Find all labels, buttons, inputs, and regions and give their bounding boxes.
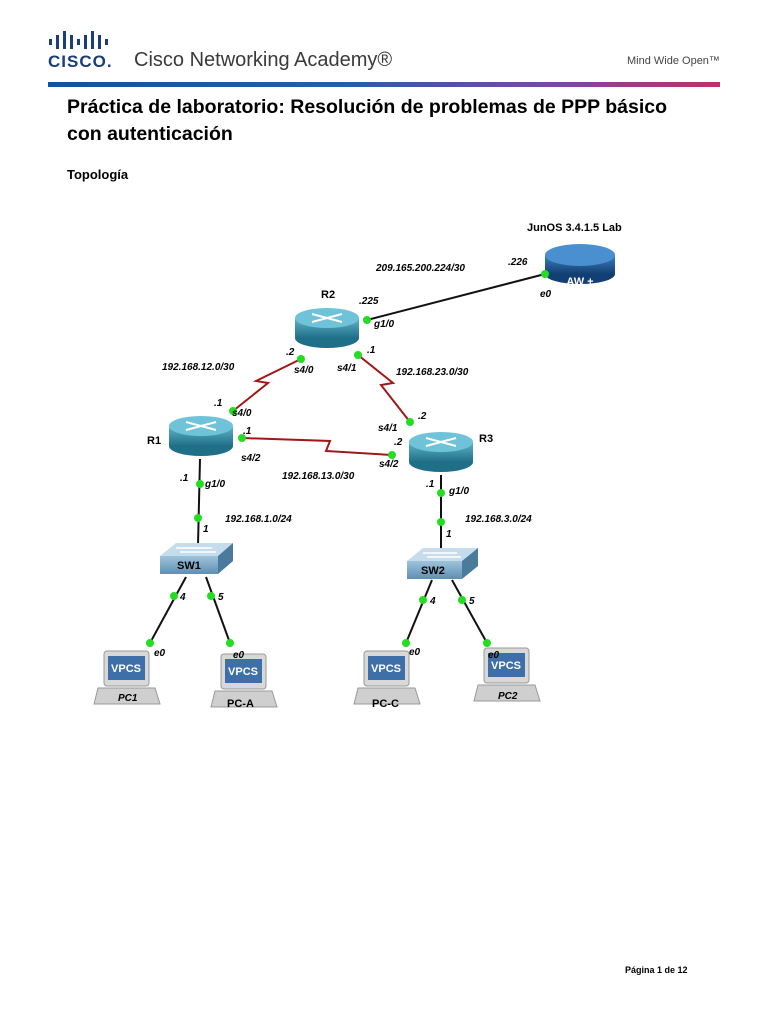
- pca-vpcs-text: VPCS: [228, 666, 258, 678]
- net-r1-r2: 192.168.12.0/30: [162, 362, 235, 373]
- pcc-vpcs-text: VPCS: [371, 663, 401, 675]
- header-divider: [48, 82, 720, 87]
- r2-host-isp: .225: [359, 296, 379, 307]
- r3-s42-if: s4/2: [379, 459, 399, 470]
- link-sw1-pc1: [149, 576, 187, 644]
- router-r3-label: R3: [479, 433, 493, 445]
- title-line-2: con autenticación: [67, 123, 233, 145]
- r1-s42-host: .1: [243, 426, 252, 437]
- r3-g-host: .1: [426, 479, 435, 490]
- r2-s41-host: .1: [367, 345, 376, 356]
- pca-if: e0: [233, 650, 245, 661]
- r3-s41-if: s4/1: [378, 423, 398, 434]
- router-r1: [169, 416, 233, 456]
- pca-label: PC-A: [227, 698, 254, 710]
- sw1-port-5: 5: [218, 592, 224, 603]
- router-r2-label: R2: [321, 289, 335, 301]
- cisco-logo-icon: [49, 31, 108, 49]
- isp-router: AW +: [545, 244, 615, 288]
- pc2-if: e0: [488, 650, 500, 661]
- net-isp: 209.165.200.224/30: [375, 263, 465, 274]
- switch-sw2-label: SW2: [421, 565, 445, 577]
- pc1-computer: VPCS: [93, 650, 161, 705]
- sw2-port-1: 1: [446, 529, 452, 540]
- switch-sw2: [407, 548, 478, 579]
- switch-sw1-label: SW1: [177, 560, 201, 572]
- pc1-label: PC1: [118, 693, 138, 704]
- cisco-wordmark: CISCO.: [48, 52, 113, 71]
- page-number: Página 1 de 12: [625, 965, 688, 975]
- link-sw2-pc2: [451, 579, 488, 644]
- pcc-computer: VPCS: [353, 650, 421, 705]
- net-lan3: 192.168.3.0/24: [465, 514, 532, 525]
- sw2-port-5: 5: [469, 596, 475, 607]
- isp-host: .226: [508, 257, 528, 268]
- r1-s40-host: .1: [214, 398, 223, 409]
- r2-g-if: g1/0: [373, 319, 394, 330]
- page-header: CISCO. Cisco Networking Academy® Mind Wi…: [0, 0, 768, 90]
- r1-s42-if: s4/2: [241, 453, 261, 464]
- router-r1-label: R1: [147, 435, 161, 447]
- pcc-if: e0: [409, 647, 421, 658]
- sw1-port-4: 4: [179, 592, 186, 603]
- tagline: Mind Wide Open™: [627, 55, 720, 67]
- r3-g-if: g1/0: [448, 486, 469, 497]
- net-lan1: 192.168.1.0/24: [225, 514, 292, 525]
- serial-link-r1-r3: [241, 437, 393, 456]
- r3-s41-host: .2: [418, 411, 427, 422]
- pc2-vpcs-text: VPCS: [491, 660, 521, 672]
- pc1-if: e0: [154, 648, 166, 659]
- isp-if: e0: [540, 289, 552, 300]
- link-sw2-pcc: [405, 579, 433, 644]
- net-r2-r3: 192.168.23.0/30: [396, 367, 469, 378]
- page-title: Práctica de laboratorio: Resolución de p…: [67, 94, 717, 148]
- pc2-label: PC2: [498, 691, 518, 702]
- sw1-port-1: 1: [203, 524, 209, 535]
- link-sw1-pca: [205, 576, 231, 644]
- pc2-computer: VPCS: [473, 647, 541, 702]
- r1-s40-if: s4/0: [232, 408, 252, 419]
- pc1-vpcs-text: VPCS: [111, 663, 141, 675]
- pcc-label: PC-C: [372, 698, 399, 710]
- r1-g-if: g1/0: [204, 479, 225, 490]
- serial-link-r2-r3: [357, 354, 411, 423]
- r2-s41-if: s4/1: [337, 363, 357, 374]
- isp-label: JunOS 3.4.1.5 Lab: [527, 222, 622, 234]
- section-heading: Topología: [67, 167, 129, 182]
- r2-s40-if: s4/0: [294, 365, 314, 376]
- router-r3: [409, 432, 473, 472]
- link-r2-isp: [366, 273, 546, 321]
- title-line-1: Práctica de laboratorio: Resolución de p…: [67, 96, 667, 118]
- r3-s42-host: .2: [394, 437, 403, 448]
- router-r2: [295, 308, 359, 348]
- r2-s40-host: .2: [286, 347, 295, 358]
- r1-g-host: .1: [180, 473, 189, 484]
- switch-sw1: [160, 543, 233, 574]
- port-dots: [146, 270, 549, 647]
- pca-computer: VPCS: [210, 653, 278, 708]
- academy-name: Cisco Networking Academy®: [134, 49, 393, 71]
- serial-link-r1-r2: [232, 358, 302, 412]
- isp-badge: AW +: [566, 276, 593, 288]
- net-r1-r3: 192.168.13.0/30: [282, 471, 355, 482]
- sw2-port-4: 4: [429, 596, 436, 607]
- link-r1-sw1: [197, 458, 201, 546]
